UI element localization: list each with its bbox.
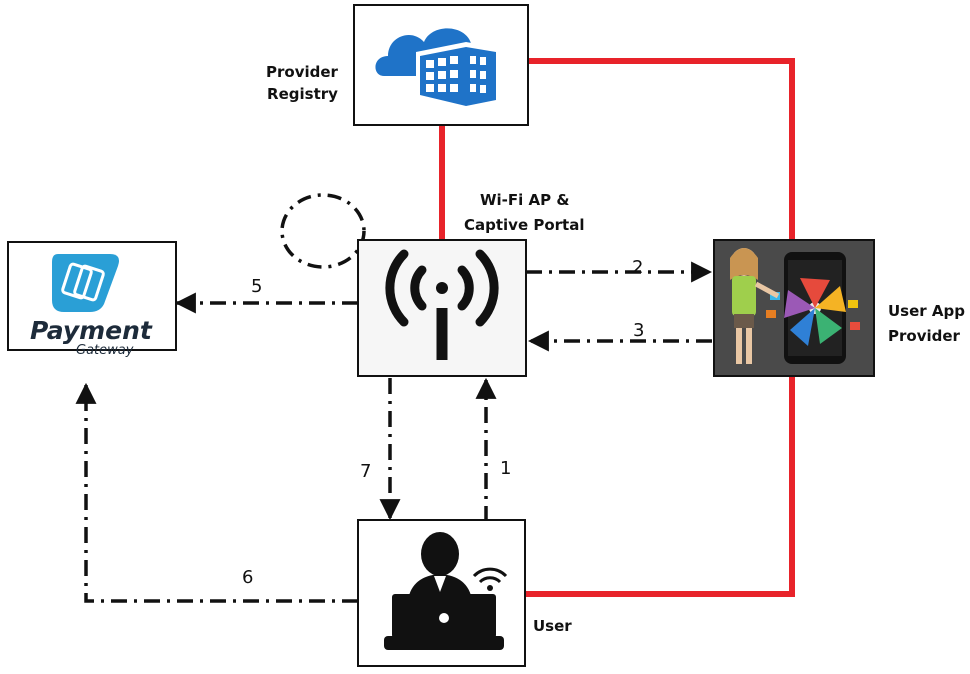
step-number-3: 3	[633, 320, 645, 341]
userapp-to-user-link	[525, 375, 795, 597]
ap-self-loop	[280, 193, 366, 269]
provider-registry-label: Provider Registry	[266, 61, 338, 105]
step-number-2: 2	[632, 257, 644, 278]
arrow-step-6	[75, 382, 358, 603]
flow-arrows	[75, 261, 713, 603]
payment-card-icon	[52, 254, 119, 312]
user-app-provider-label-line2: Provider	[888, 327, 960, 345]
user-node[interactable]	[357, 519, 526, 667]
wifi-ap-label-line2: Captive Portal	[464, 216, 585, 234]
step-number-7: 7	[360, 461, 372, 482]
provider-registry-node[interactable]	[353, 4, 529, 126]
app-user-phone-icon	[715, 241, 873, 375]
provider-registry-label-line1: Provider	[266, 63, 338, 81]
payment-gateway-node[interactable]	[7, 241, 177, 351]
user-app-provider-node[interactable]	[713, 239, 875, 377]
provider-registry-label-line2: Registry	[267, 85, 338, 103]
user-laptop-icon	[384, 532, 508, 650]
payment-word: Payment	[30, 316, 152, 345]
step-number-6: 6	[242, 567, 254, 588]
user-label: User	[533, 617, 572, 635]
gateway-word: Gateway	[76, 343, 134, 358]
payment-gateway-logo-text: Payment Gateway	[30, 318, 154, 358]
step-number-1: 1	[500, 458, 512, 479]
wifi-ap-node[interactable]	[357, 239, 527, 377]
trust-links	[439, 58, 795, 597]
wifi-ap-label: Wi-Fi AP & Captive Portal	[464, 188, 584, 238]
step-number-5: 5	[251, 276, 263, 297]
registry-to-userapp-link	[528, 58, 795, 240]
cloud-building-icon	[375, 28, 500, 110]
user-app-provider-label: User App Provider	[888, 299, 965, 349]
user-app-provider-label-line1: User App	[888, 302, 965, 320]
wifi-ap-label-line1: Wi-Fi AP &	[480, 191, 570, 209]
wifi-antenna-icon	[385, 249, 499, 360]
